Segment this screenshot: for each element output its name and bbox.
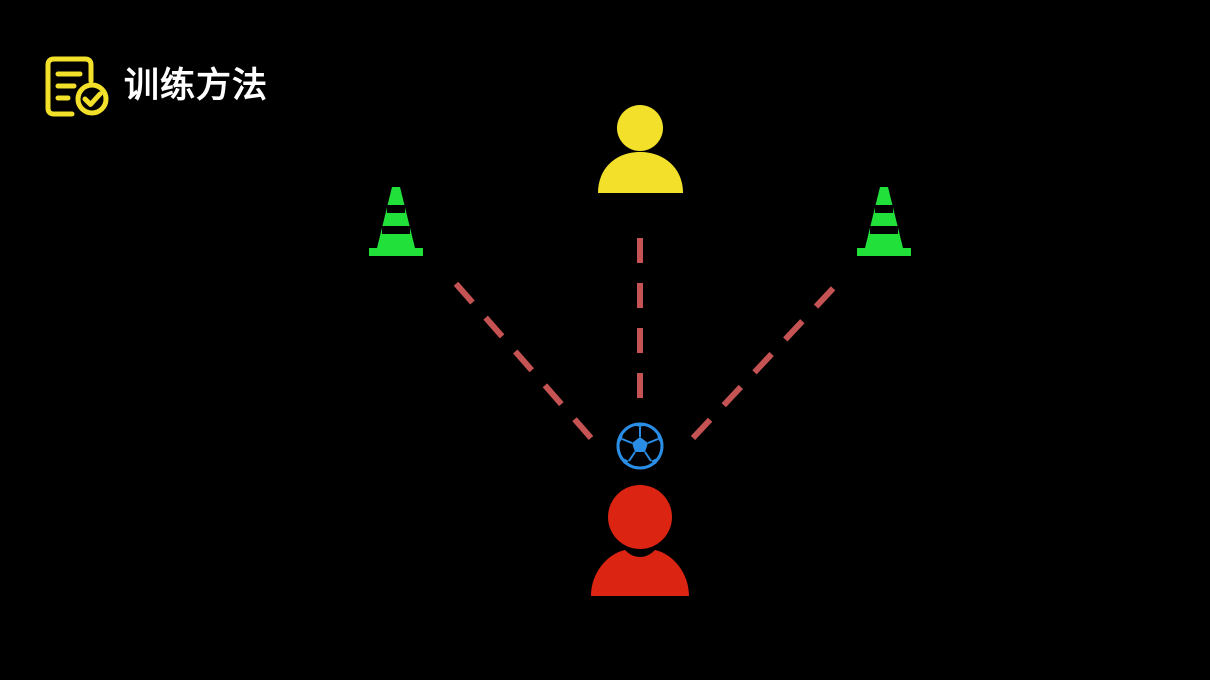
coach-person-icon <box>598 105 683 193</box>
page-title: 训练方法 <box>124 66 269 106</box>
pass-line-left <box>441 268 594 440</box>
header: 训练方法 <box>44 55 268 117</box>
cone-right-traffic-cone-icon <box>857 187 911 256</box>
player-person-icon <box>591 485 689 596</box>
cone-left-traffic-cone-icon <box>369 187 423 256</box>
checklist-icon <box>45 56 109 117</box>
pass-line-right <box>690 278 843 441</box>
soccer-ball-icon <box>616 422 664 470</box>
